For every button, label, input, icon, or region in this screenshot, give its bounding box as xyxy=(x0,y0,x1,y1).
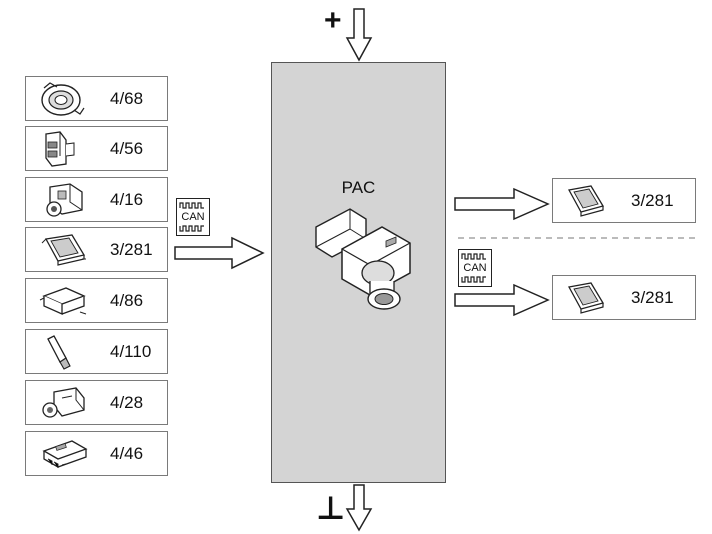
ecu-box: PAC xyxy=(271,62,446,483)
ground-symbol: ⊥ xyxy=(316,490,346,526)
output-module-lower: 3/281 xyxy=(552,275,696,320)
control-unit-icon xyxy=(41,234,86,266)
module-code: 4/46 xyxy=(110,444,144,463)
battery-cell-icon xyxy=(47,335,71,370)
sensor-lens-icon xyxy=(46,183,83,217)
power-in-arrow xyxy=(345,8,373,62)
input-module-4-56: 4/56 xyxy=(25,126,168,171)
input-module-4-86: 4/86 xyxy=(25,278,168,323)
can-bus-icon xyxy=(458,249,492,287)
power-plus-symbol: + xyxy=(324,4,342,37)
module-code: 4/16 xyxy=(110,190,144,209)
input-module-4-68: 4/68 xyxy=(25,76,168,121)
dashed-separator xyxy=(458,237,696,239)
module-code: 3/281 xyxy=(110,240,153,259)
input-module-4-46: 4/46 xyxy=(25,431,168,476)
ecu-label: PAC xyxy=(341,178,376,197)
can-label: CAN xyxy=(463,262,487,274)
output-module-upper: 3/281 xyxy=(552,178,696,223)
clock-spring-icon xyxy=(41,82,85,116)
ecu-board-icon xyxy=(42,440,88,468)
can-bus-icon xyxy=(176,198,210,236)
control-unit-icon xyxy=(567,185,604,217)
module-code: 4/68 xyxy=(110,89,144,108)
module-code: 3/281 xyxy=(631,191,674,210)
camera-module-icon xyxy=(315,208,411,310)
input-module-4-16: 4/16 xyxy=(25,177,168,222)
actuator-icon xyxy=(42,387,85,418)
module-code: 3/281 xyxy=(631,288,674,307)
output-arrow-upper xyxy=(454,187,550,221)
input-module-4-110: 4/110 xyxy=(25,329,168,374)
box-module-icon xyxy=(39,287,87,316)
output-arrow-lower xyxy=(454,283,550,317)
module-code: 4/110 xyxy=(110,342,152,361)
module-code: 4/86 xyxy=(110,291,144,310)
input-arrow xyxy=(174,236,265,270)
input-module-3-281: 3/281 xyxy=(25,227,168,272)
can-label: CAN xyxy=(181,211,205,223)
control-unit-icon xyxy=(567,282,604,314)
module-code: 4/56 xyxy=(110,139,144,158)
ground-arrow xyxy=(345,484,373,532)
can-bus-badge-output: CAN xyxy=(458,249,492,287)
module-code: 4/28 xyxy=(110,393,144,412)
can-bus-badge-input: CAN xyxy=(176,198,210,236)
connector-module-icon xyxy=(45,131,75,167)
input-module-4-28: 4/28 xyxy=(25,380,168,425)
